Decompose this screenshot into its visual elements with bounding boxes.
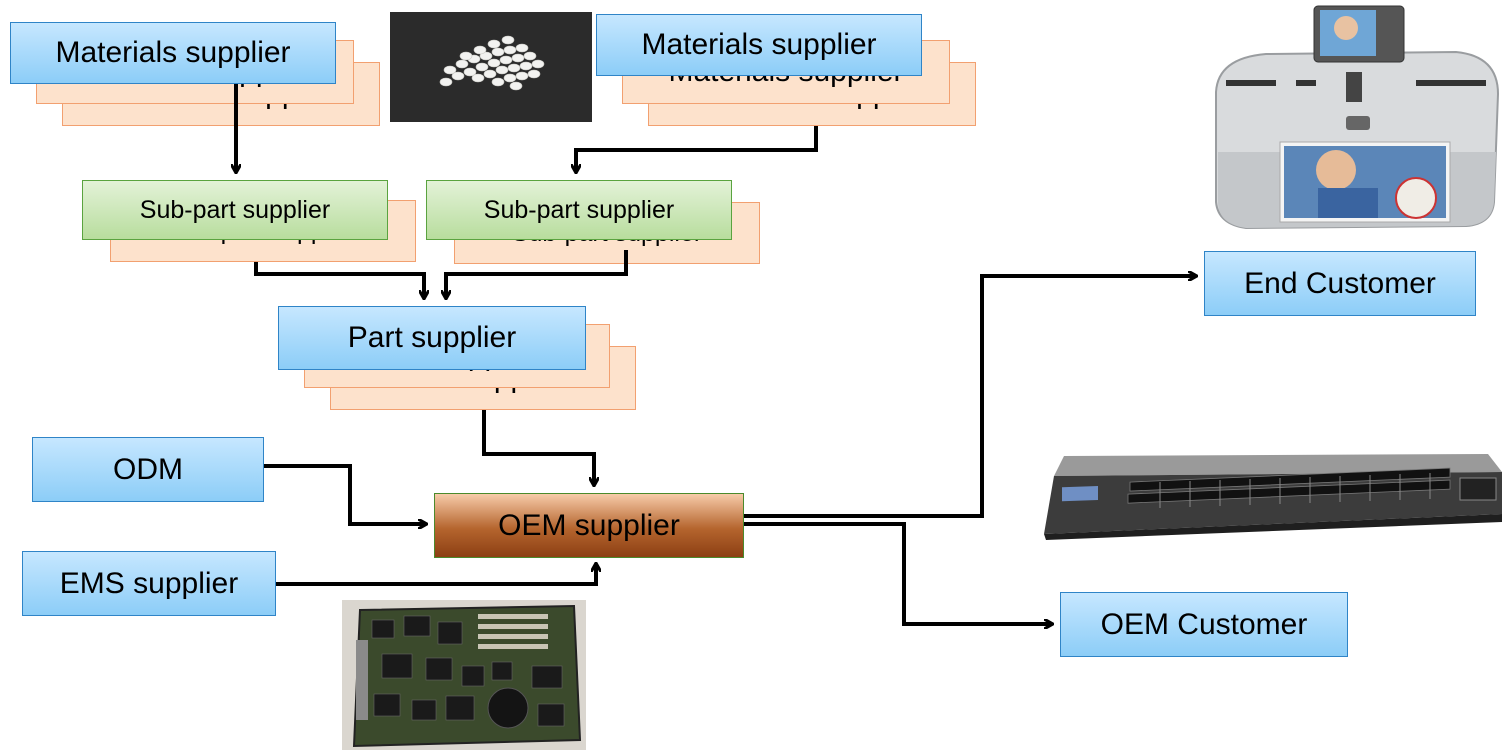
oem-customer: OEM Customer [1060, 592, 1348, 657]
arrow-subpart-left-to-part [254, 262, 424, 298]
subpart-supplier-right: Sub-part supplier [426, 180, 732, 240]
end-customer: End Customer [1204, 251, 1476, 316]
materials-supplier-right: Materials supplier [596, 14, 922, 76]
circuit-board-photo [342, 600, 586, 750]
network-switch-photo [1044, 454, 1502, 540]
photo-printer-photo [1215, 5, 1500, 230]
arrow-subpart-right-to-part [446, 250, 628, 298]
subpart-supplier-left: Sub-part supplier [82, 180, 388, 240]
materials-supplier-left: Materials supplier [10, 22, 336, 84]
arrow-oem-to-oem-customer [744, 522, 1052, 624]
ems-supplier: EMS supplier [22, 551, 276, 616]
arrow-oem-to-end-customer [744, 276, 1196, 518]
arrow-ems-to-oem [276, 564, 596, 586]
arrow-part-to-oem [482, 410, 594, 485]
oem-supplier: OEM supplier [434, 493, 744, 558]
plastic-pellets-photo [390, 12, 592, 122]
arrow-odm-to-oem [264, 464, 426, 524]
arrow-materials-right-to-subpart-right [576, 126, 818, 172]
odm-supplier: ODM [32, 437, 264, 502]
part-supplier: Part supplier [278, 306, 586, 370]
